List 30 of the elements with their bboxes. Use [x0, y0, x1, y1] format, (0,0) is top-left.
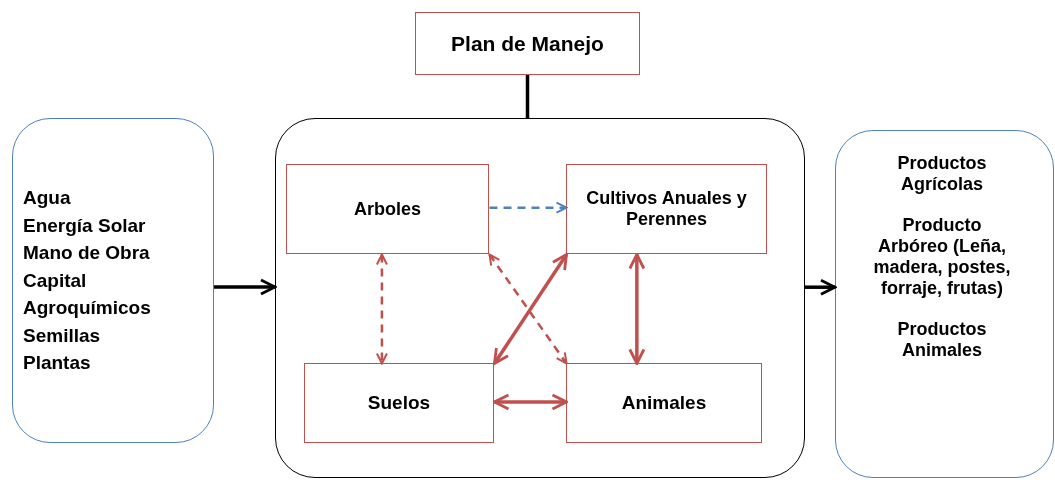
node-label: Arboles — [354, 198, 421, 220]
input-label: Mano de Obra — [23, 241, 150, 266]
arrow — [628, 253, 646, 365]
component-box — [566, 363, 762, 443]
input-label: Capital — [23, 268, 87, 293]
input-label: Agroquímicos — [23, 296, 151, 321]
title-box — [415, 12, 640, 75]
output-label: Producto Arbóreo (Leña, madera, postes, forraje, frutas) — [872, 215, 1012, 299]
arrow — [493, 393, 568, 411]
arrow — [375, 253, 388, 365]
input-label: Energía Solar — [23, 213, 146, 238]
input-label: Plantas — [23, 351, 91, 376]
inputs-box — [12, 118, 214, 443]
output-label: Productos Agrícolas — [896, 153, 988, 195]
output-label: Productos Animales — [896, 319, 988, 361]
node-label: Suelos — [367, 392, 431, 414]
arrow — [214, 278, 277, 296]
node-label: Cultivos Anuales y Perennes — [585, 188, 748, 230]
input-label: Agua — [23, 186, 71, 211]
component-box — [286, 164, 489, 254]
component-box — [566, 164, 767, 254]
node-label: Animales — [621, 392, 707, 414]
outputs-box — [835, 130, 1054, 478]
system-box — [275, 118, 805, 478]
arrow — [805, 278, 837, 296]
component-box — [304, 363, 494, 443]
arrow — [489, 201, 568, 214]
node-label: Plan de Manejo — [451, 31, 604, 56]
input-label: Semillas — [23, 323, 101, 348]
connector-line — [525, 75, 530, 118]
